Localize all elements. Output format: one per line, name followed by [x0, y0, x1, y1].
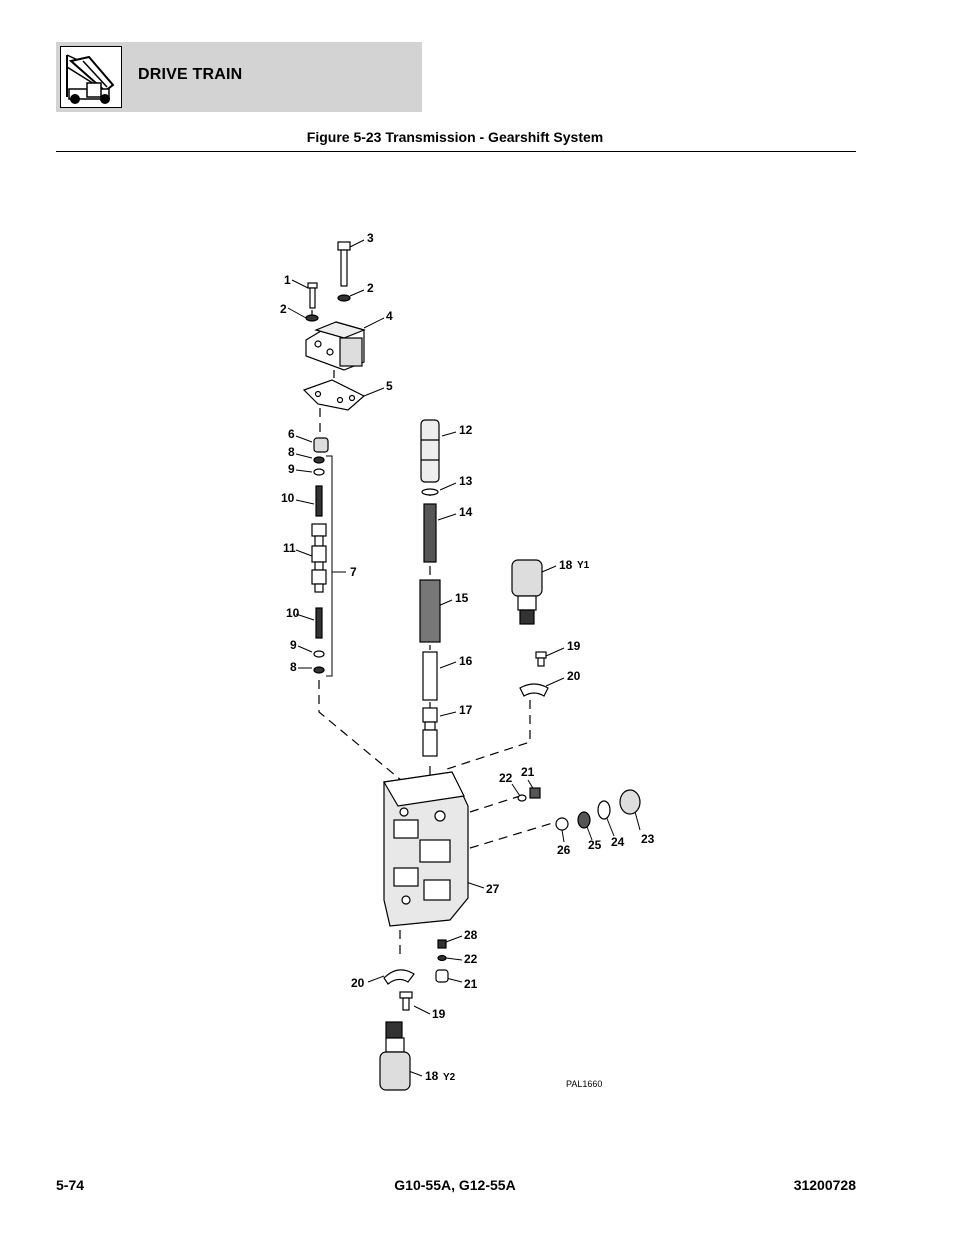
callout-8: 8	[290, 660, 297, 674]
callout-23: 23	[641, 832, 655, 846]
callout-9: 9	[288, 462, 295, 476]
figure-title: Figure 5-23 Transmission - Gearshift Sys…	[306, 129, 604, 145]
callout-5: 5	[386, 379, 393, 393]
callout-6: 6	[288, 427, 295, 441]
callout-12: 12	[459, 423, 473, 437]
callout-2: 2	[367, 281, 374, 295]
label-y1: Y1	[577, 560, 590, 571]
callout-9: 9	[290, 638, 297, 652]
callout-19: 19	[432, 1007, 446, 1021]
callout-10: 10	[286, 606, 300, 620]
callout-11: 11	[283, 541, 296, 555]
callout-13: 13	[459, 474, 473, 488]
callout-2: 2	[280, 302, 287, 316]
callout-20: 20	[351, 976, 365, 990]
figure-reference: PAL1660	[566, 1079, 602, 1089]
callout-4: 4	[386, 309, 393, 323]
callout-16: 16	[459, 654, 473, 668]
callout-22: 22	[499, 771, 513, 785]
label-y2: Y2	[443, 1072, 456, 1083]
callout-25: 25	[588, 838, 602, 852]
section-header: DRIVE TRAIN	[56, 42, 422, 112]
callout-21: 21	[521, 765, 535, 779]
callout-15: 15	[455, 591, 469, 605]
callout-24: 24	[611, 835, 625, 849]
callout-20: 20	[567, 669, 581, 683]
callout-26: 26	[557, 843, 571, 857]
section-title: DRIVE TRAIN	[138, 66, 243, 83]
document-number: 31200728	[793, 1177, 856, 1193]
callout-27: 27	[486, 882, 500, 896]
callout-28: 28	[464, 928, 478, 942]
callout-18: 18	[425, 1069, 439, 1083]
callout-21: 21	[464, 977, 478, 991]
callout-1: 1	[284, 273, 291, 287]
callout-19: 19	[567, 639, 581, 653]
callout-8: 8	[288, 445, 295, 459]
callout-10: 10	[281, 491, 295, 505]
callout-22: 22	[464, 952, 478, 966]
callout-18: 18	[559, 558, 573, 572]
drive-train-icon	[60, 46, 122, 108]
callout-17: 17	[459, 703, 473, 717]
callout-3: 3	[367, 231, 374, 245]
callout-14: 14	[459, 505, 473, 519]
callout-7: 7	[350, 565, 357, 579]
model-numbers: G10-55A, G12-55A	[394, 1177, 516, 1193]
page-number: 5-74	[56, 1177, 85, 1193]
header-rule	[56, 151, 856, 152]
